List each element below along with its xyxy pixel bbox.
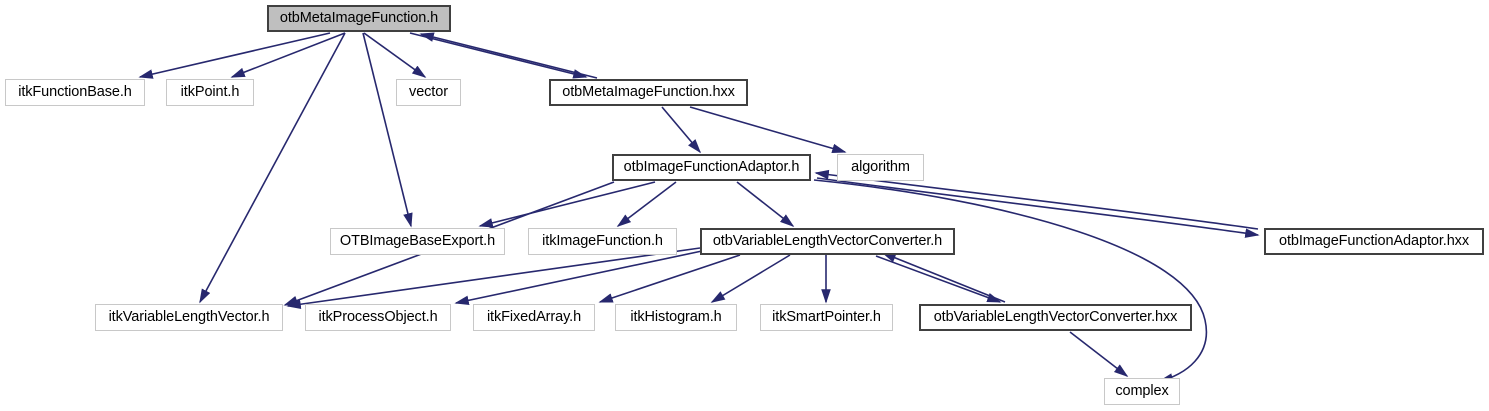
- graph-node-itkpoint[interactable]: itkPoint.h: [166, 79, 254, 106]
- graph-node-adaptorhxx[interactable]: otbImageFunctionAdaptor.hxx: [1264, 228, 1484, 255]
- graph-node-funcbase[interactable]: itkFunctionBase.h: [5, 79, 145, 106]
- graph-node-label: OTBImageBaseExport.h: [339, 233, 496, 250]
- graph-node-label: itkProcessObject.h: [318, 309, 438, 326]
- graph-node-adaptorh[interactable]: otbImageFunctionAdaptor.h: [612, 154, 811, 181]
- edge-metahxx-to-algorithm: [689, 106, 847, 154]
- edge-root-to-vector: [363, 32, 427, 78]
- graph-node-label: otbImageFunctionAdaptor.h: [623, 159, 800, 176]
- graph-node-label: itkFunctionBase.h: [18, 84, 132, 101]
- edge-adaptorh-to-itkimagefunction: [616, 181, 677, 227]
- graph-node-imgfunc[interactable]: itkImageFunction.h: [528, 228, 677, 255]
- edge-vlvchxx-to-vlvch: [881, 252, 1006, 303]
- graph-node-label: otbMetaImageFunction.hxx: [562, 84, 735, 101]
- graph-node-vlvchxx[interactable]: otbVariableLengthVectorConverter.hxx: [919, 304, 1192, 331]
- edge-adaptorh-to-complex: [813, 179, 1208, 383]
- graph-node-root[interactable]: otbMetaImageFunction.h: [267, 5, 451, 32]
- graph-node-label: complex: [1115, 383, 1169, 400]
- graph-node-procobj[interactable]: itkProcessObject.h: [305, 304, 451, 331]
- edge-vlvch-to-procobj: [454, 250, 703, 306]
- graph-node-label: otbMetaImageFunction.h: [279, 10, 439, 27]
- graph-node-vector[interactable]: vector: [396, 79, 461, 106]
- graph-node-fixedarray[interactable]: itkFixedArray.h: [473, 304, 595, 331]
- graph-node-label: itkSmartPointer.h: [772, 309, 881, 326]
- edge-vlvch-to-fixedarray: [598, 254, 741, 303]
- graph-node-complex[interactable]: complex: [1104, 378, 1180, 405]
- graph-node-label: algorithm: [851, 159, 910, 176]
- edge-vlvch-to-histogram: [710, 254, 791, 303]
- edge-vlvch-to-vlvchxx: [875, 255, 1002, 303]
- edge-adaptorhxx-to-adaptorh: [814, 169, 1259, 230]
- edge-vlvchxx-to-complex: [1069, 331, 1129, 377]
- edge-root-to-itkpoint: [230, 32, 346, 78]
- graph-node-label: otbVariableLengthVectorConverter.hxx: [933, 309, 1178, 326]
- edge-root-to-itkfunctionbase: [138, 32, 331, 79]
- edge-adaptorh-to-vlvch: [736, 181, 795, 227]
- graph-node-label: itkVariableLengthVector.h: [108, 309, 270, 326]
- graph-node-label: vector: [409, 84, 448, 101]
- edge-root-to-itkvariablelengthvector: [199, 32, 346, 304]
- graph-node-metahxx[interactable]: otbMetaImageFunction.hxx: [549, 79, 748, 106]
- edge-adaptorh-to-adaptorhxx: [816, 177, 1260, 238]
- graph-node-label: itkImageFunction.h: [542, 233, 663, 250]
- edge-root-to-metaimagefunction-hxx: [409, 32, 588, 79]
- edge-vlvch-to-vlv: [286, 247, 701, 309]
- graph-node-vlvch[interactable]: otbVariableLengthVectorConverter.h: [700, 228, 955, 255]
- edge-metaimagefunction-hxx-to-root: [419, 32, 598, 79]
- graph-node-label: itkPoint.h: [180, 84, 240, 101]
- edge-metahxx-to-adaptorh: [661, 106, 702, 154]
- graph-node-label: otbVariableLengthVectorConverter.h: [712, 233, 943, 250]
- graph-node-label: otbImageFunctionAdaptor.hxx: [1279, 233, 1469, 250]
- graph-node-algorithm[interactable]: algorithm: [837, 154, 924, 181]
- graph-node-smartptr[interactable]: itkSmartPointer.h: [760, 304, 893, 331]
- edge-adaptorh-to-baseexport: [478, 181, 656, 228]
- graph-node-histogram[interactable]: itkHistogram.h: [615, 304, 737, 331]
- graph-node-baseexport[interactable]: OTBImageBaseExport.h: [330, 228, 505, 255]
- graph-node-vlv[interactable]: itkVariableLengthVector.h: [95, 304, 283, 331]
- graph-node-label: itkHistogram.h: [630, 309, 722, 326]
- graph-node-label: itkFixedArray.h: [486, 309, 582, 326]
- edge-root-to-otbimagebaseexport: [362, 32, 413, 228]
